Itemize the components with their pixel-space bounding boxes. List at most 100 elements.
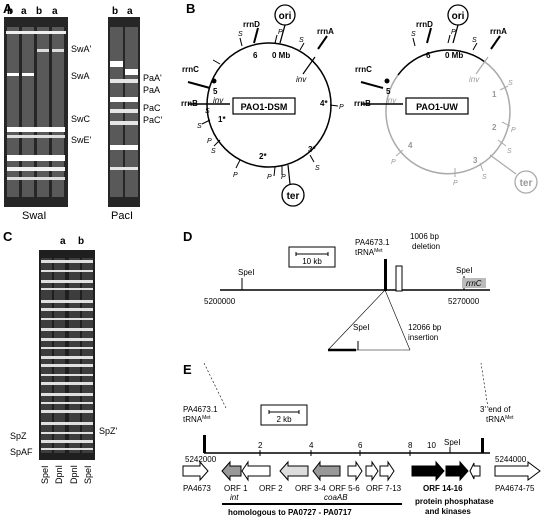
d-deletion-1: 1006 bp: [410, 232, 439, 241]
gel-paci-lane-2: a: [127, 6, 133, 17]
map1-p-1: P: [278, 29, 283, 36]
map2-p-3: P: [453, 180, 458, 187]
map2-p-1: P: [451, 29, 456, 36]
map2-name: PAO1-UW: [416, 102, 458, 112]
band-spz-prime: SpZ': [99, 426, 118, 436]
svg-text:tRNAMet: tRNAMet: [183, 415, 211, 424]
d-spel-1: SpeI: [238, 268, 254, 277]
band-swa-prime: SwA': [71, 44, 92, 54]
gene-pa4673: [182, 460, 209, 482]
d-pos-end: 5270000: [448, 297, 480, 306]
panel-e-diagram: PA4673.1 tRNAMet 2 kb 3' end of tRNAMet …: [182, 362, 541, 517]
map2-five: 5: [386, 87, 391, 96]
gene-label-orf5-6: ORF 5-6: [329, 484, 360, 493]
gene-orf1: [221, 460, 242, 482]
map1-p-4: P: [267, 174, 272, 181]
map2-rrnc: rrnC: [355, 65, 372, 74]
map2-mark-3: 3: [473, 156, 478, 165]
d-rrnc: rrnC: [466, 279, 482, 288]
panel-d-diagram: SpeI 10 kb PA4673.1 tRNAMet 1006 bp dele…: [204, 232, 490, 352]
map2-s-5: S: [482, 174, 487, 181]
enzyme-paci: PacI: [111, 210, 134, 222]
d-trna-id: PA4673.1: [355, 238, 390, 247]
map1-p-5: P: [281, 174, 286, 181]
map2-mark-1: 1: [492, 90, 497, 99]
map2-mb: 0 Mb: [445, 51, 463, 60]
map2-rrnd: rrnD: [416, 20, 433, 29]
gel-paci-bands: [110, 27, 138, 197]
map1-inv-top: inv: [296, 75, 307, 84]
map1-rrnc: rrnC: [182, 65, 199, 74]
map1-s-3: S: [205, 108, 210, 115]
e-trna: tRNA: [183, 415, 203, 424]
gel-swai-lane-1: b: [7, 6, 14, 17]
gene-label-orf14-16: ORF 14-16: [423, 484, 463, 493]
map1-rrnd: rrnD: [243, 20, 260, 29]
map2-inv-top: inv: [469, 75, 480, 84]
panel-b-letter: B: [186, 1, 196, 16]
gel-swai-lane-3: b: [36, 6, 43, 17]
gel-swai-bands: [6, 27, 66, 197]
e-scale: 2 kb: [276, 415, 292, 424]
band-swc: SwC: [71, 114, 91, 124]
gel-c-label-3: DpnI: [69, 464, 79, 484]
chromosome-maps: ori 0 Mb rrnD 6 rrnA inv rrnC 5 rrnB inv…: [181, 4, 538, 207]
panel-d-letter: D: [183, 229, 193, 244]
map2-mark-2: 2: [492, 123, 497, 132]
band-spz: SpZ: [10, 431, 27, 441]
d-scale: 10 kb: [302, 257, 322, 266]
map1-p-6: P: [339, 104, 344, 111]
map1-six: 6: [253, 51, 258, 60]
d-spel-3: SpeI: [353, 323, 369, 332]
map2-ori: ori: [452, 11, 465, 22]
map2-s-2: S: [472, 37, 477, 44]
gene-label-orf2: ORF 2: [259, 484, 283, 493]
map1-name: PAO1-DSM: [241, 102, 288, 112]
gene-pa4674-75: [494, 461, 541, 481]
map2-s-3: S: [508, 80, 513, 87]
enzyme-swai: SwaI: [22, 210, 47, 222]
e-tick-10: 10: [427, 441, 436, 450]
map1-s-5: S: [211, 148, 216, 155]
gel-c-label-2: DpnI: [54, 464, 64, 484]
band-pac-prime: PaC': [143, 115, 163, 125]
map2-rrna: rrnA: [490, 27, 507, 36]
d-deletion-2: deletion: [412, 242, 440, 251]
map-pao1-dsm: ori 0 Mb rrnD 6 rrnA inv rrnC 5 rrnB inv…: [181, 4, 344, 207]
e-protein-1: protein phosphatase: [415, 497, 494, 506]
d-pos-start: 5200000: [204, 297, 236, 306]
panel-a-letter: A: [3, 1, 13, 16]
map1-mark-1: 1*: [218, 115, 226, 124]
map2-p-2: P: [511, 127, 516, 134]
gel-c-bands: [41, 258, 93, 453]
band-paa-prime: PaA': [143, 73, 162, 83]
map1-p-2: P: [207, 138, 212, 145]
gene-int: int: [230, 493, 239, 502]
gel-swai: [4, 17, 68, 207]
gene-orf3-4: [279, 460, 309, 482]
map1-s-6: S: [315, 165, 320, 172]
band-pac: PaC: [143, 103, 161, 113]
map2-mark-4: 4: [408, 141, 413, 150]
panel-e-letter: E: [183, 362, 192, 377]
e-tick-2: 2: [258, 441, 263, 450]
gene-orf14: [411, 460, 445, 482]
map1-mark-2: 2*: [259, 152, 267, 161]
gene-label-pa4674-75: PA4674-75: [495, 484, 535, 493]
map1-mark-3: 3*: [308, 145, 316, 154]
map2-s-1: S: [411, 31, 416, 38]
map1-mb: 0 Mb: [272, 51, 290, 60]
map1-dot: [211, 78, 217, 84]
band-swa: SwA: [71, 71, 90, 81]
d-insertion-1: 12066 bp: [408, 323, 442, 332]
gene-orf8: [365, 460, 379, 482]
gel-swai-lane-4: a: [52, 6, 58, 17]
e-tick-8: 8: [408, 441, 413, 450]
map1-mark-4: 4*: [320, 99, 328, 108]
d-insertion-2: insertion: [408, 333, 438, 342]
map1-ori: ori: [279, 11, 292, 22]
band-paa: PaA: [143, 85, 161, 95]
gene-orf5-6: [312, 460, 341, 482]
gene-coaab: coaAB: [324, 493, 348, 502]
e-protein-2: and kinases: [425, 507, 471, 516]
